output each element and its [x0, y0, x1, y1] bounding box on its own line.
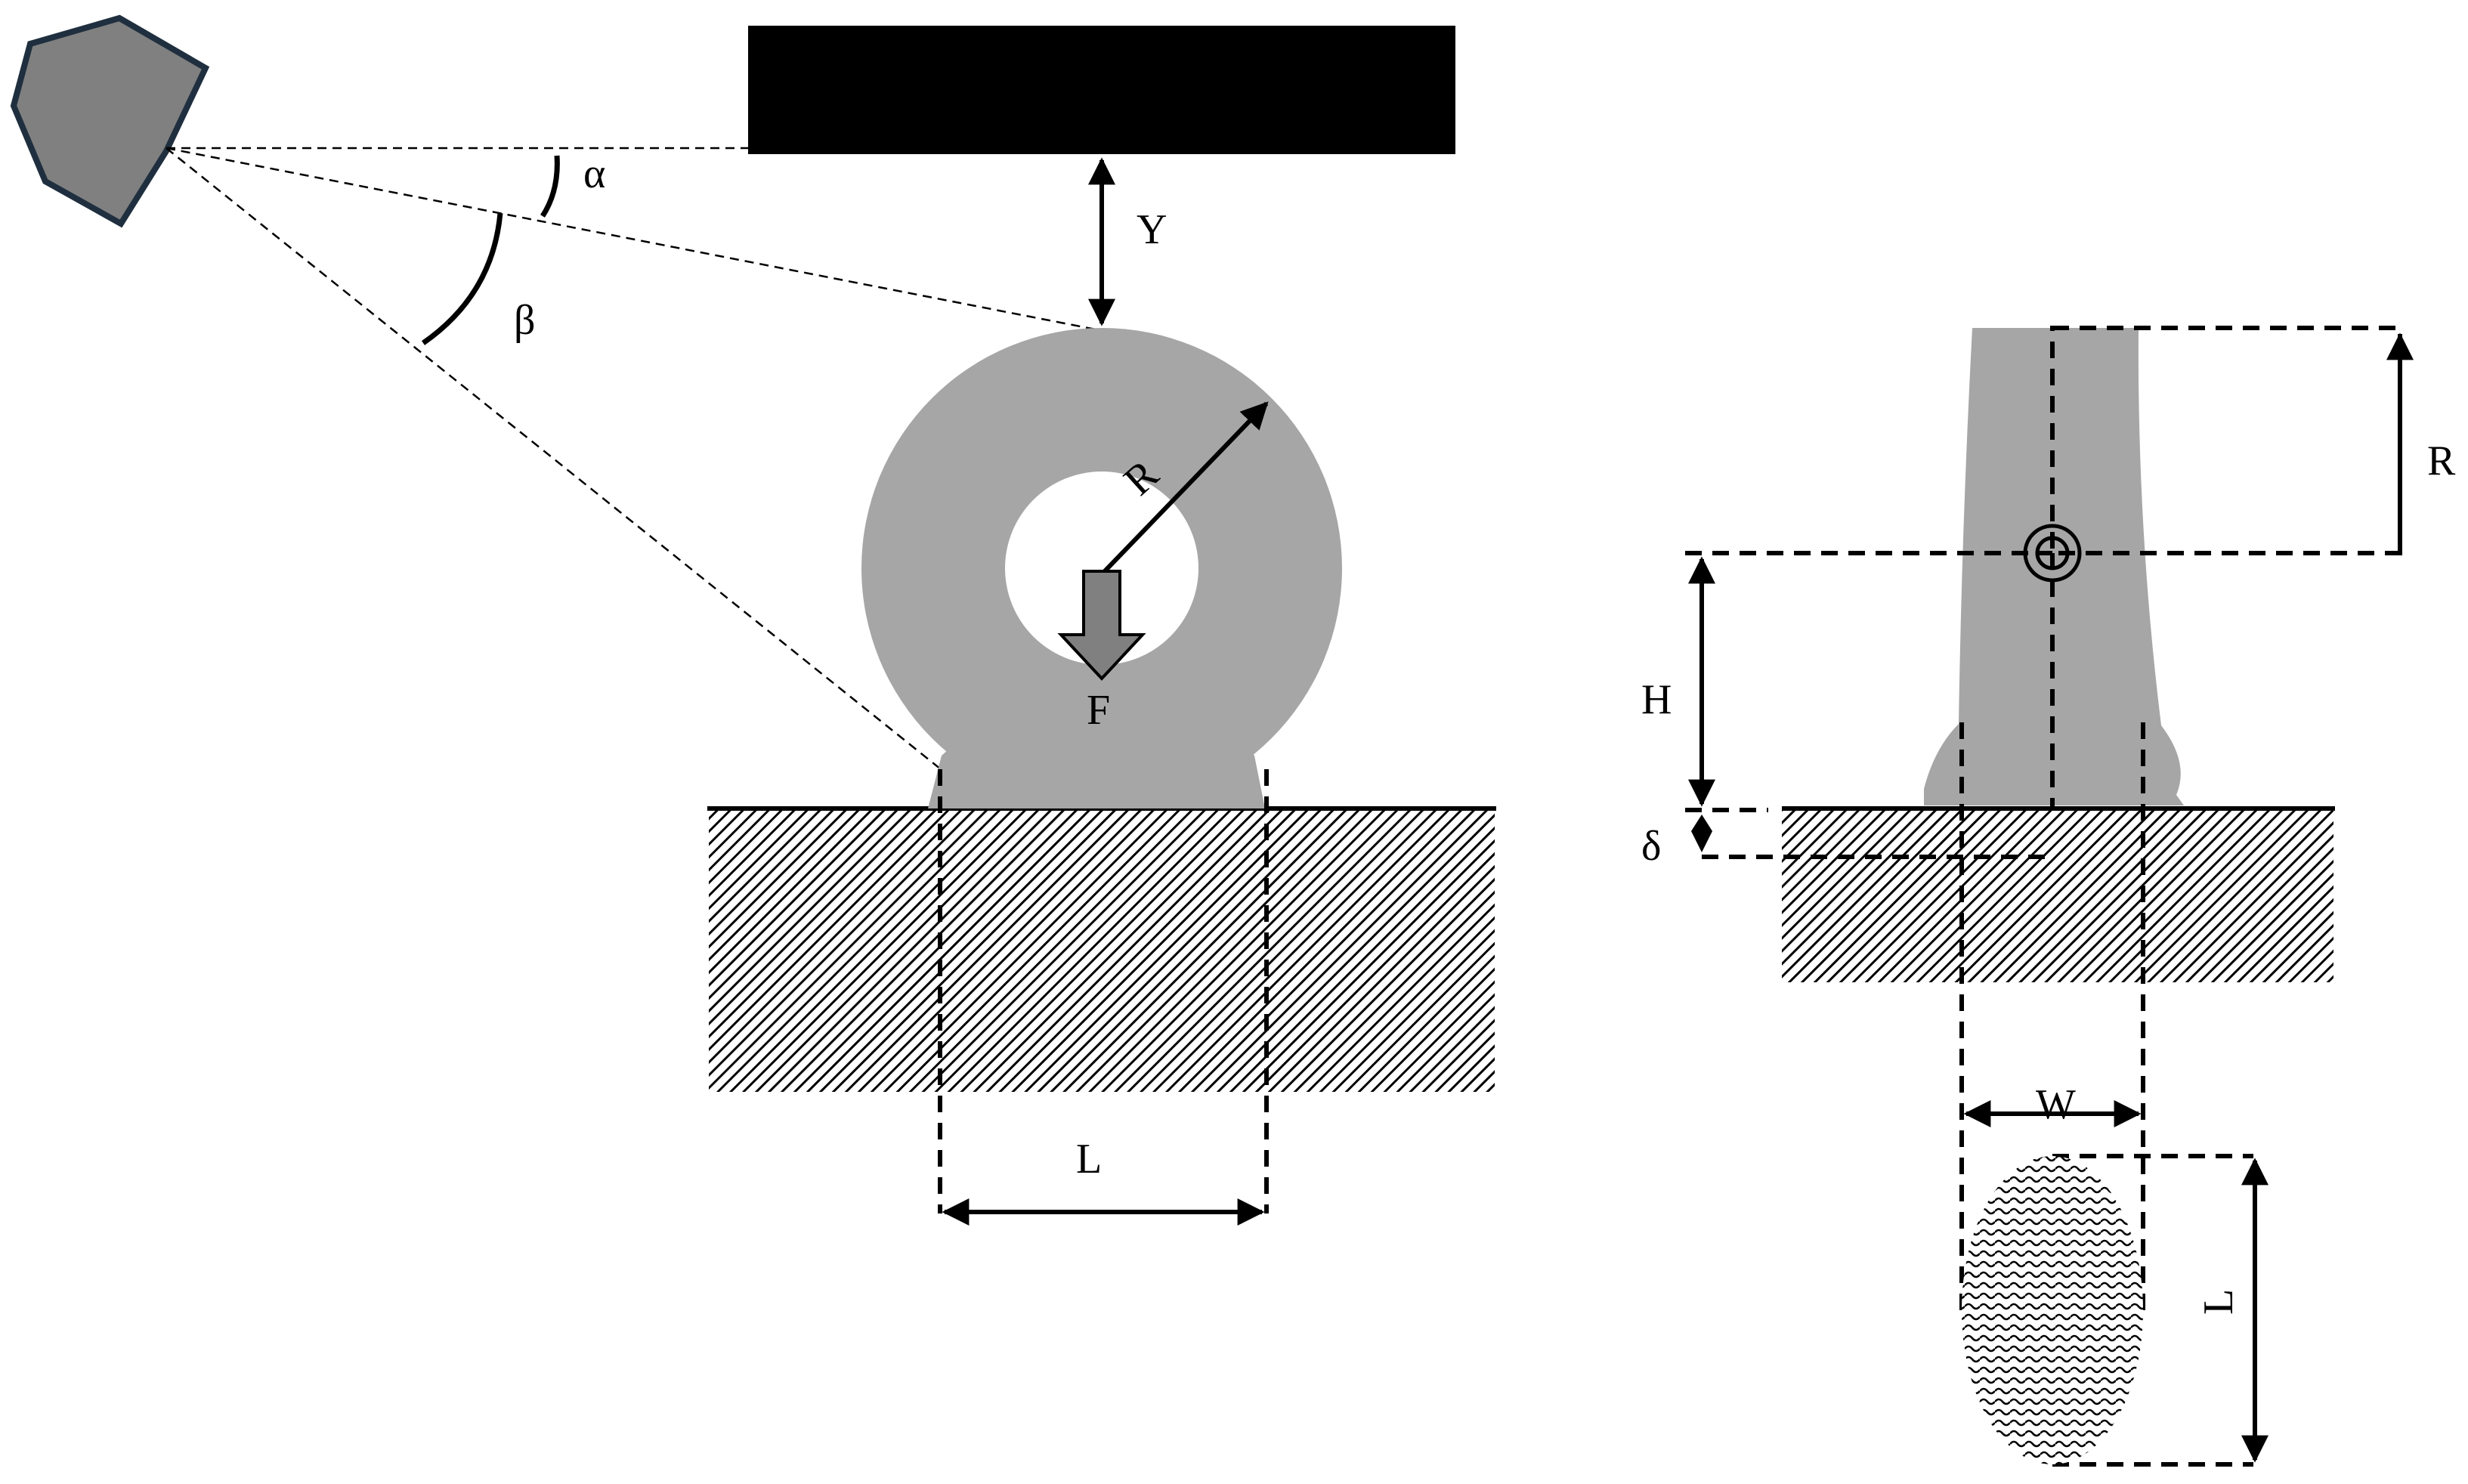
delta-dimension-arrow [1691, 815, 1712, 852]
alpha-label: α [583, 150, 605, 197]
y-label: Y [1137, 206, 1167, 253]
ground-block-side [1782, 808, 2333, 982]
r-radius-arrow [1099, 401, 1269, 577]
side-dimension-guides [1685, 326, 2402, 1467]
camera-icon [10, 14, 210, 228]
down-arrow-icon [1057, 570, 1146, 681]
rim-hole [1005, 471, 1198, 665]
tire-front [861, 328, 1342, 808]
f-label: F [1087, 687, 1110, 734]
h-label: H [1641, 676, 1672, 723]
ground-block-front [709, 808, 1495, 1092]
sight-lines [165, 147, 1096, 770]
w-label: W [2036, 1081, 2076, 1128]
axle-center-icon [2023, 524, 2082, 583]
delta-label: δ [1641, 823, 1661, 870]
l-front-label: L [1076, 1136, 1102, 1183]
sensor-bar [748, 26, 1455, 154]
beta-arc [422, 212, 503, 345]
alpha-arc [540, 155, 560, 218]
beta-label: β [514, 297, 536, 344]
contact-width-guides [938, 769, 1269, 1213]
contact-patch [1962, 1156, 2143, 1464]
l-side-label: L [2195, 1289, 2242, 1315]
r-side-label: R [2427, 437, 2456, 484]
